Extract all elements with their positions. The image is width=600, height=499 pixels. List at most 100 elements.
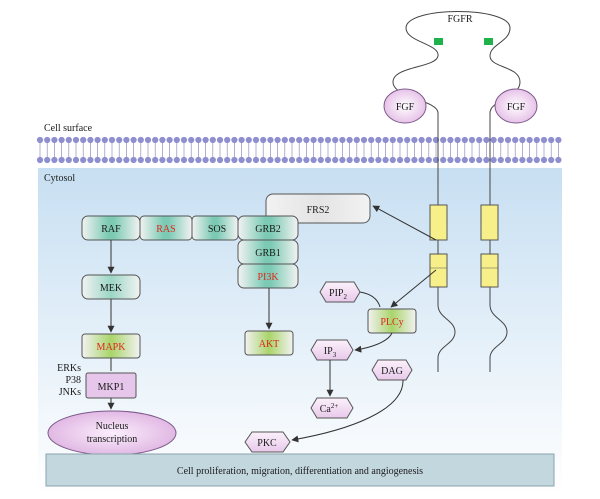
lipid-head xyxy=(209,156,216,164)
lipid-head xyxy=(454,136,461,144)
lipid-head xyxy=(404,156,411,164)
lipid-head xyxy=(65,156,72,164)
lipid-head xyxy=(317,156,324,164)
lipid-head xyxy=(130,156,137,164)
outcome-bar xyxy=(45,453,555,487)
lipid-head xyxy=(260,136,267,144)
lipid-head xyxy=(346,136,353,144)
calcium-node xyxy=(310,397,354,419)
lipid-head xyxy=(447,136,454,144)
lipid-head xyxy=(238,136,245,144)
lipid-head xyxy=(267,136,274,144)
lipid-head xyxy=(94,136,101,144)
lipid-head xyxy=(173,156,180,164)
raf-label: RAF xyxy=(101,224,121,235)
dag-label: DAG xyxy=(381,366,403,377)
lipid-head xyxy=(324,156,332,164)
lipid-head xyxy=(144,156,152,164)
lipid-head xyxy=(144,136,152,144)
fgfr-receptor xyxy=(392,11,521,372)
lipid-head xyxy=(526,136,533,144)
lipid-head xyxy=(540,156,548,164)
lipid-head xyxy=(72,136,80,144)
lipid-head xyxy=(65,136,72,144)
lipid-head xyxy=(166,136,173,144)
grb1-label: GRB1 xyxy=(255,248,281,259)
plcy-label: PLCy xyxy=(380,317,403,328)
lipid-head xyxy=(404,136,411,144)
lipid-head xyxy=(360,156,368,164)
nucleus-transcription xyxy=(47,410,177,456)
lipid-head xyxy=(411,136,418,144)
lipid-head xyxy=(296,136,303,144)
receptor-kinase-domain-left-upper xyxy=(429,204,448,241)
lipid-head xyxy=(512,156,519,164)
lipid-head xyxy=(101,156,108,164)
pi3k-label: PI3K xyxy=(257,272,279,283)
lipid-head xyxy=(51,156,58,164)
lipid-head xyxy=(512,136,519,144)
lipid-head xyxy=(224,156,231,164)
receptor-kinase-domain-left-lower xyxy=(429,253,448,288)
p38-label: P38 xyxy=(65,375,81,386)
fgfr-label: FGFR xyxy=(447,14,472,25)
pi3k-node xyxy=(237,263,299,289)
lipid-head xyxy=(245,136,252,144)
lipid-head xyxy=(44,156,51,164)
ras-label: RAS xyxy=(156,224,175,235)
lipid-head xyxy=(116,156,123,164)
lipid-head xyxy=(368,136,375,144)
lipid-head xyxy=(288,136,296,144)
lipid-head xyxy=(58,156,65,164)
lipid-head xyxy=(519,136,526,144)
lipid-head xyxy=(497,156,504,164)
nucleus-label-line2: transcription xyxy=(87,434,138,445)
lipid-head xyxy=(87,156,94,164)
lipid-head xyxy=(332,156,339,164)
lipid-head xyxy=(231,136,238,144)
lipid-head xyxy=(58,136,65,144)
lipid-head xyxy=(166,156,173,164)
arrow-plcy-to-ip3 xyxy=(354,332,393,353)
lipid-head xyxy=(180,156,188,164)
fgf-ligand-right xyxy=(494,88,538,124)
lipid-head xyxy=(339,136,346,144)
lipid-head xyxy=(346,156,353,164)
receptor-kinase-domain-right-upper xyxy=(480,204,499,241)
lipid-head xyxy=(188,156,195,164)
lipid-head xyxy=(108,136,116,144)
lipid-head xyxy=(303,136,310,144)
lipid-head xyxy=(281,156,288,164)
lipid-head xyxy=(267,156,274,164)
cell-surface-label: Cell surface xyxy=(44,123,93,134)
calcium-label: Ca2+ xyxy=(320,402,339,415)
lipid-head xyxy=(252,156,260,164)
lipid-head xyxy=(548,156,555,164)
lipid-head xyxy=(447,156,454,164)
lipid-head xyxy=(87,136,94,144)
lipid-head xyxy=(310,136,317,144)
lipid-head xyxy=(389,156,396,164)
lipid-head xyxy=(504,136,512,144)
lipid-head xyxy=(108,156,116,164)
lipid-head xyxy=(44,136,51,144)
fgf-right-label: FGF xyxy=(507,102,526,113)
lipid-head xyxy=(476,156,483,164)
receptor-marker-right xyxy=(484,38,493,45)
lipid-head xyxy=(324,136,332,144)
lipid-head xyxy=(411,156,418,164)
lipid-head xyxy=(274,136,281,144)
lipid-head xyxy=(382,136,389,144)
lipid-head xyxy=(94,156,101,164)
lipid-head xyxy=(137,156,144,164)
line-pip2-to-plcy xyxy=(359,291,381,308)
lipid-head xyxy=(526,156,533,164)
lipid-head xyxy=(123,156,130,164)
lipid-head xyxy=(418,136,425,144)
lipid-head xyxy=(188,136,195,144)
lipid-head xyxy=(418,156,425,164)
lipid-head xyxy=(137,136,144,144)
jnks-label: JNKs xyxy=(59,387,81,398)
